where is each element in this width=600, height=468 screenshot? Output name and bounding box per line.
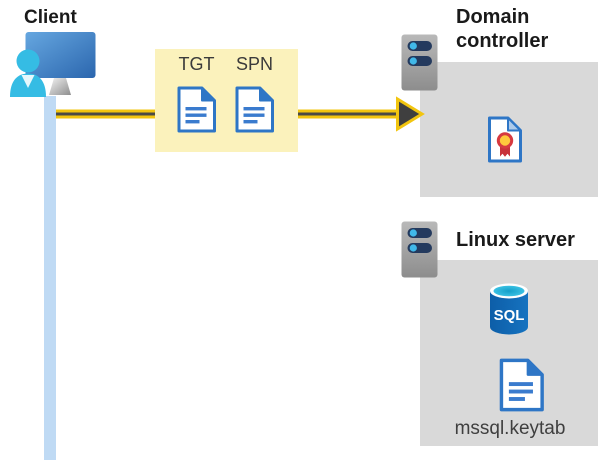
arrowhead-icon: [396, 96, 425, 132]
monitor-icon: [25, 32, 96, 95]
sql-database-icon: SQL: [490, 283, 528, 335]
client-workstation-icon: [10, 32, 96, 97]
certificate-icon: [488, 116, 522, 163]
linux-server-icon: [401, 221, 438, 278]
user-icon: [10, 49, 46, 97]
domain-controller-label: Domain controller: [456, 6, 549, 52]
spn-label: SPN: [235, 54, 273, 74]
client-label: Client: [24, 7, 77, 28]
sql-label: SQL: [494, 307, 525, 324]
client-connection-line: [44, 96, 56, 460]
domain-controller-server-icon: [401, 34, 438, 91]
linux-server-label: Linux server: [456, 229, 575, 251]
keytab-filename-label: mssql.keytab: [454, 418, 566, 439]
keytab-document-icon: [498, 358, 545, 412]
spn-document-icon: [234, 86, 275, 133]
tgt-label: TGT: [178, 54, 215, 74]
ticket-highlight-box: TGT SPN: [155, 49, 298, 152]
tgt-document-icon: [176, 86, 217, 133]
